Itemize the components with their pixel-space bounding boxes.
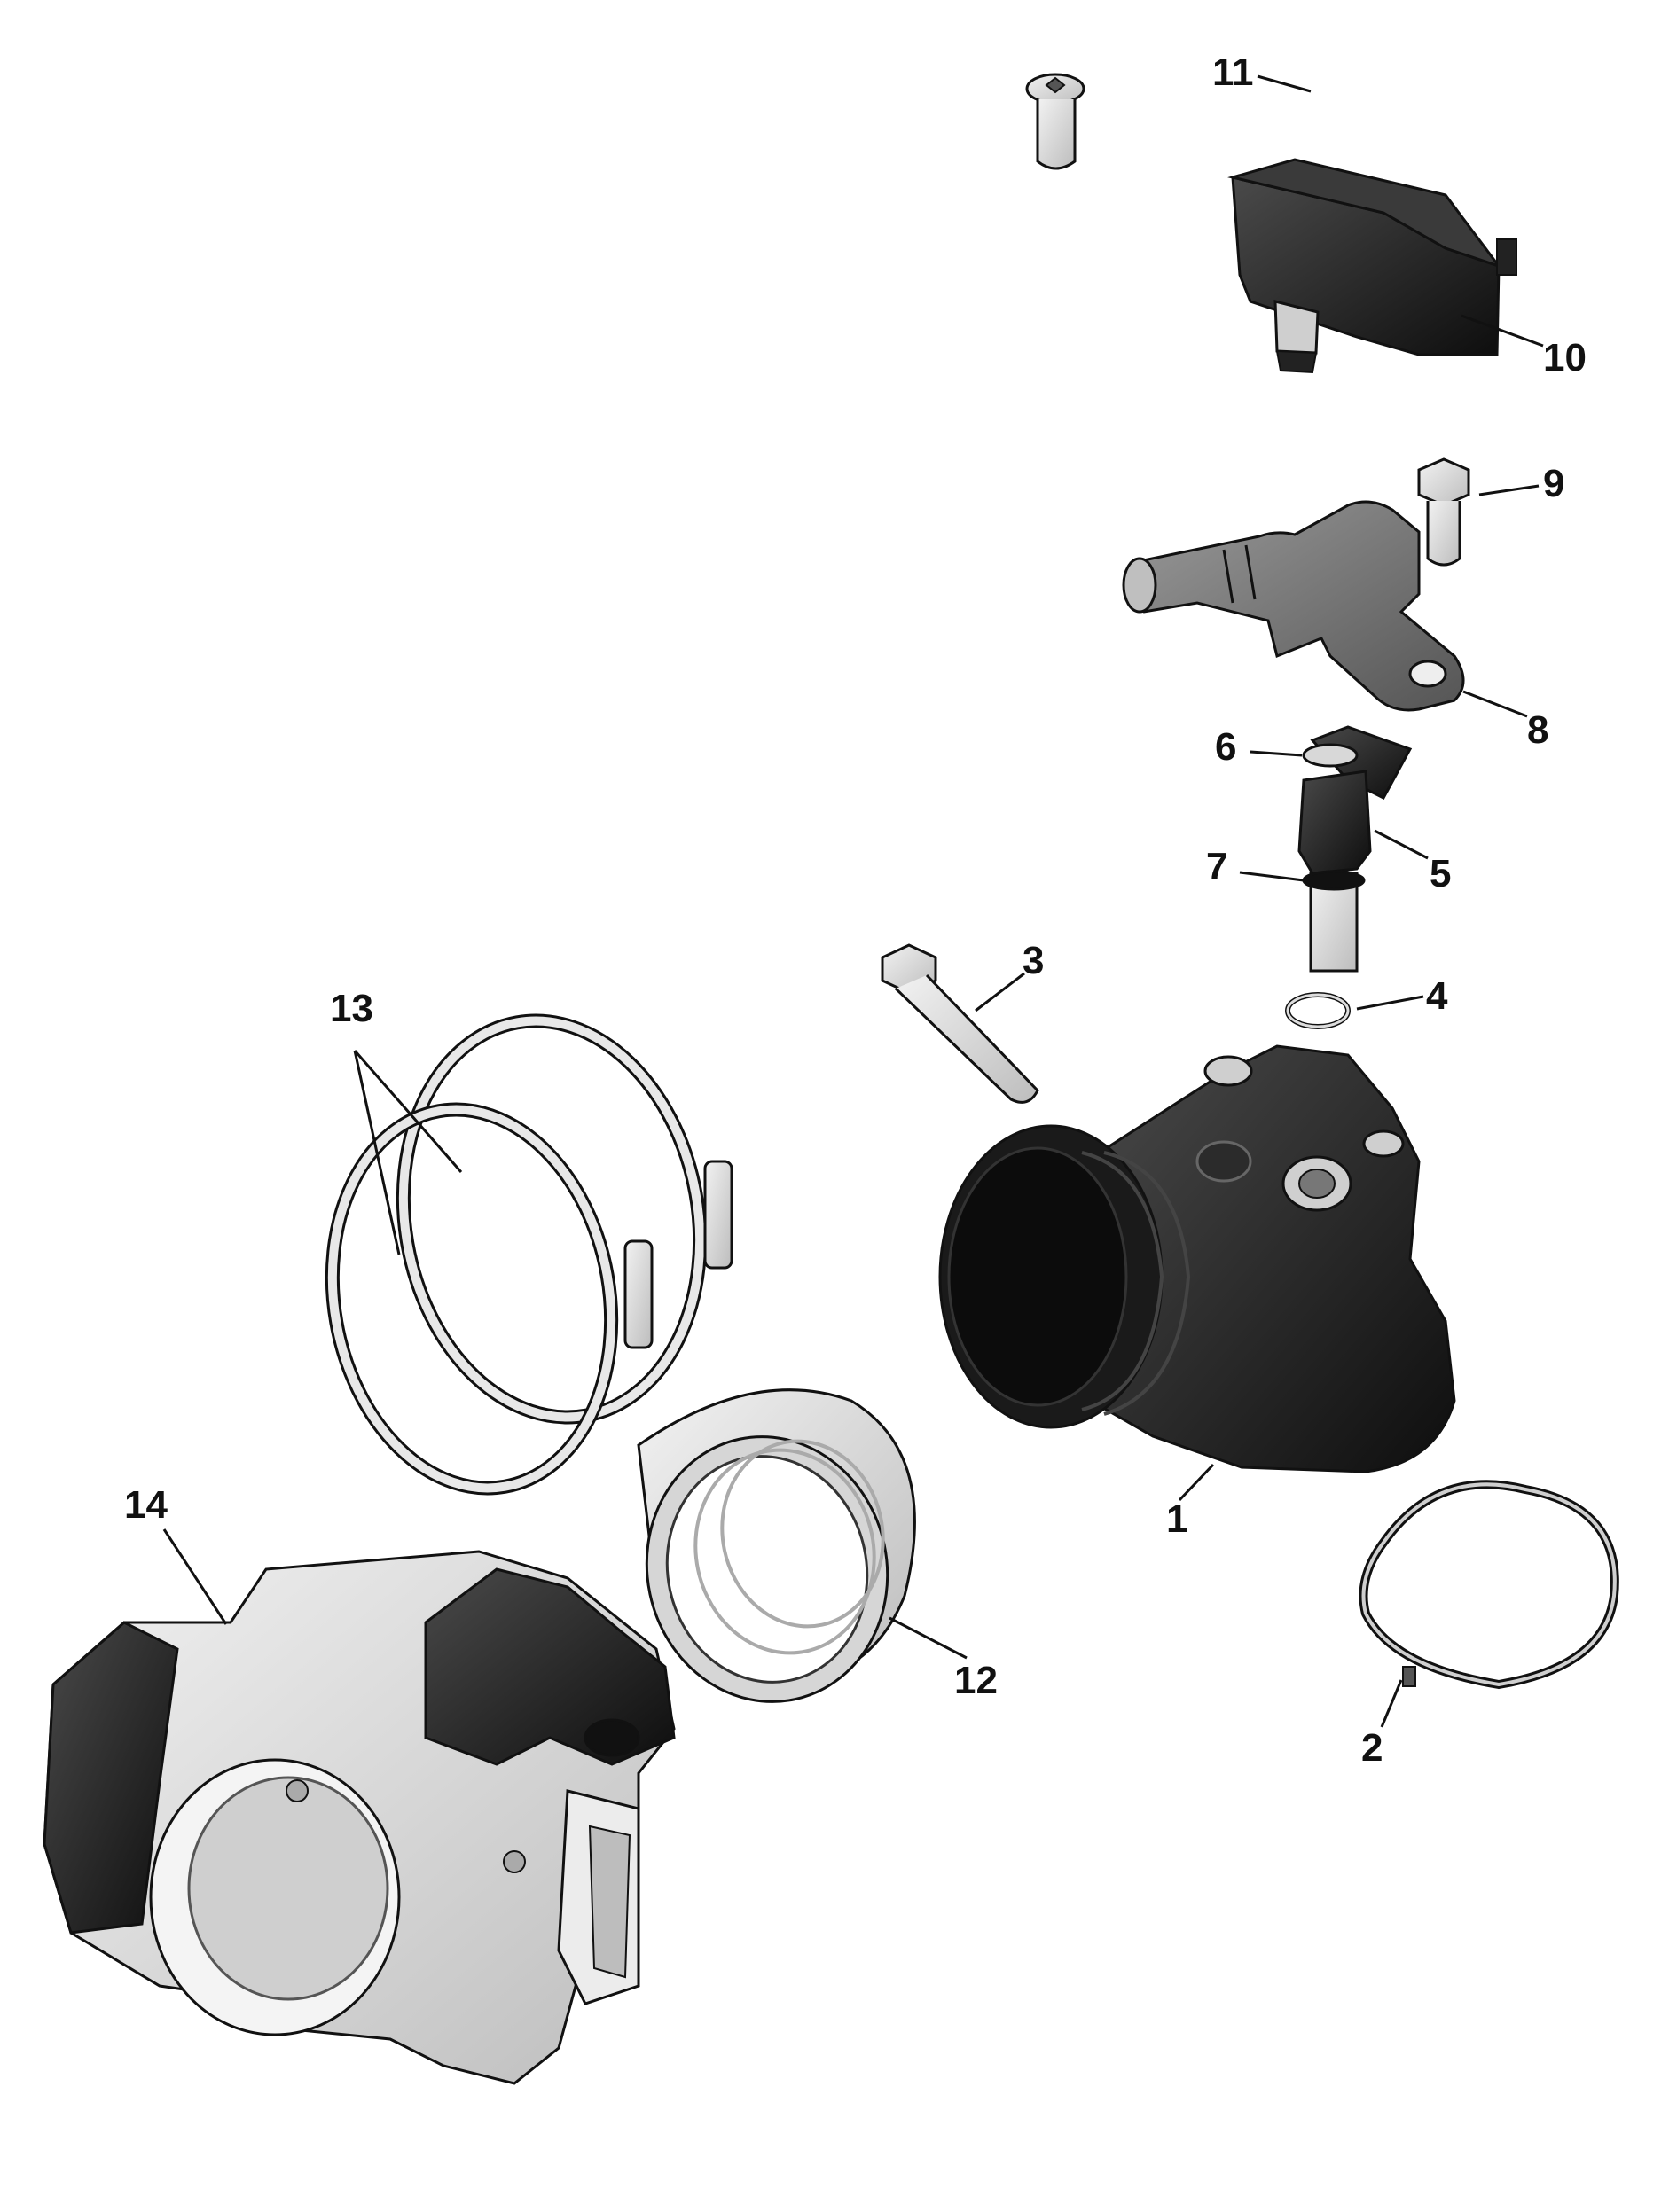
leader-12 <box>889 1616 968 1660</box>
callout-1: 1 <box>1166 1497 1187 1541</box>
callout-4: 4 <box>1426 974 1448 1018</box>
part-2-gasket <box>1359 1480 1619 1690</box>
part-14-throttle-body <box>43 1550 676 2085</box>
callout-14: 14 <box>124 1483 168 1527</box>
callout-labels: 11 10 9 8 6 5 7 4 3 13 1 2 12 14 <box>124 51 1587 1770</box>
leader-10 <box>1461 314 1544 348</box>
part-12-coupling-sleeve <box>637 1388 916 1703</box>
leader-3 <box>975 972 1025 1012</box>
part-6-injector-o-ring-top <box>1302 743 1359 768</box>
callout-3: 3 <box>1023 939 1044 982</box>
leader-lines <box>162 74 1544 1728</box>
callout-5: 5 <box>1430 852 1451 895</box>
part-13-hose-clamps <box>325 1013 733 1496</box>
callout-9: 9 <box>1543 462 1564 505</box>
callout-10: 10 <box>1543 336 1587 379</box>
callout-8: 8 <box>1527 708 1548 752</box>
leader-11 <box>1257 74 1312 93</box>
leader-8 <box>1462 690 1528 718</box>
callout-7: 7 <box>1206 845 1227 888</box>
leader-1 <box>1178 1463 1215 1502</box>
leader-4 <box>1356 995 1424 1011</box>
leader-13a <box>353 1050 463 1173</box>
part-8-fuel-rail <box>1122 500 1465 712</box>
leader-7 <box>1239 871 1305 882</box>
part-4-o-ring <box>1285 992 1351 1029</box>
leader-2 <box>1380 1679 1403 1728</box>
leader-9 <box>1478 484 1540 496</box>
part-11-screw <box>1025 73 1085 170</box>
part-7-injector-o-ring-bottom <box>1302 870 1366 891</box>
callout-13: 13 <box>330 987 373 1030</box>
part-9-bolt <box>1417 457 1470 567</box>
leader-14 <box>162 1528 228 1625</box>
callout-12: 12 <box>954 1659 998 1702</box>
part-1-intake-adapter <box>938 1044 1456 1473</box>
callout-2: 2 <box>1361 1726 1383 1770</box>
leader-5 <box>1374 829 1429 860</box>
leader-13b <box>353 1050 401 1255</box>
part-3-bolt <box>881 943 1039 1104</box>
part-10-map-sensor <box>1227 158 1517 374</box>
callout-11: 11 <box>1212 51 1254 94</box>
leader-6 <box>1250 750 1303 757</box>
callout-6: 6 <box>1215 725 1236 769</box>
